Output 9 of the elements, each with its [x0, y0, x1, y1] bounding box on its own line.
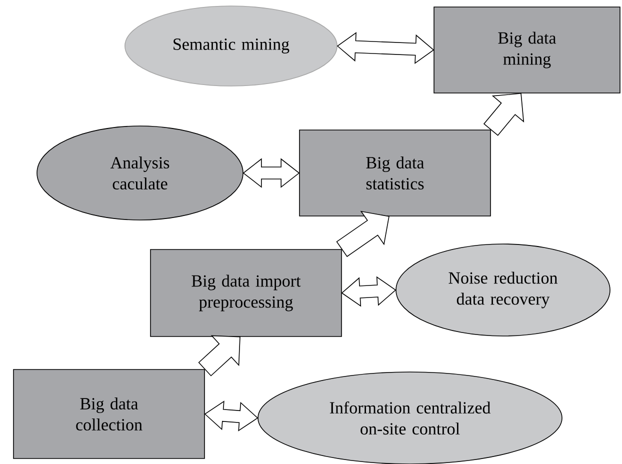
- process-box: Big data collection: [13, 369, 205, 459]
- oval-node: Noise reduction data recovery: [396, 244, 610, 336]
- oval-node: Information centralized on-site control: [258, 372, 562, 464]
- oval-node: Semantic mining: [124, 6, 338, 86]
- oval-node: Analysis caculate: [36, 126, 244, 220]
- process-box: Big data statistics: [299, 130, 491, 216]
- block-arrow: [198, 335, 240, 376]
- process-box: Big data mining: [434, 6, 620, 94]
- process-box: Big data import preprocessing: [150, 249, 342, 337]
